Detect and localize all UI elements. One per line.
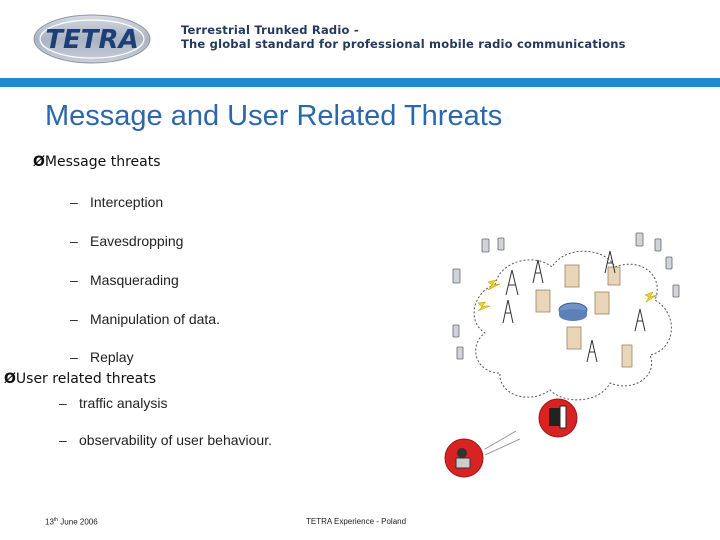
tagline-line-2: The global standard for professional mob… bbox=[181, 37, 626, 51]
slide-header: TETRA Terrestrial Trunked Radio - The gl… bbox=[0, 0, 720, 80]
network-threat-illustration bbox=[444, 232, 680, 478]
slide-title: Message and User Related Threats bbox=[45, 100, 503, 132]
sub-item: –Eavesdropping bbox=[70, 233, 184, 249]
arrow-bullet-icon: Ø bbox=[4, 371, 16, 387]
header-tagline: Terrestrial Trunked Radio - The global s… bbox=[181, 23, 626, 51]
bullet-message-threats: ØMessage threats bbox=[33, 154, 161, 170]
base-station-icons bbox=[502, 250, 646, 363]
bullet-label: User related threats bbox=[15, 371, 157, 387]
bullet-user-threats: ØUser related threats bbox=[4, 371, 156, 387]
server-icons bbox=[535, 264, 633, 368]
sub-item: –Masquerading bbox=[70, 272, 179, 288]
sub-item: –Manipulation of data. bbox=[70, 311, 220, 327]
bullet-label: Message threats bbox=[44, 154, 161, 170]
handset-icons bbox=[452, 232, 680, 360]
sub-item: –observability of user behaviour. bbox=[59, 432, 272, 448]
footer-date: 13th June 2006 bbox=[45, 517, 98, 527]
sub-item: –traffic analysis bbox=[59, 395, 168, 411]
sub-item: –Interception bbox=[70, 194, 164, 210]
radio-link-icons bbox=[477, 279, 658, 312]
tetra-logo: TETRA bbox=[33, 14, 151, 64]
arrow-bullet-icon: Ø bbox=[33, 154, 45, 170]
tagline-line-1: Terrestrial Trunked Radio - bbox=[181, 23, 359, 37]
sub-item: –Replay bbox=[70, 349, 134, 365]
svg-text:TETRA: TETRA bbox=[45, 25, 138, 55]
footer-center: TETRA Experience - Poland bbox=[306, 517, 407, 526]
header-divider-bar bbox=[0, 78, 720, 87]
